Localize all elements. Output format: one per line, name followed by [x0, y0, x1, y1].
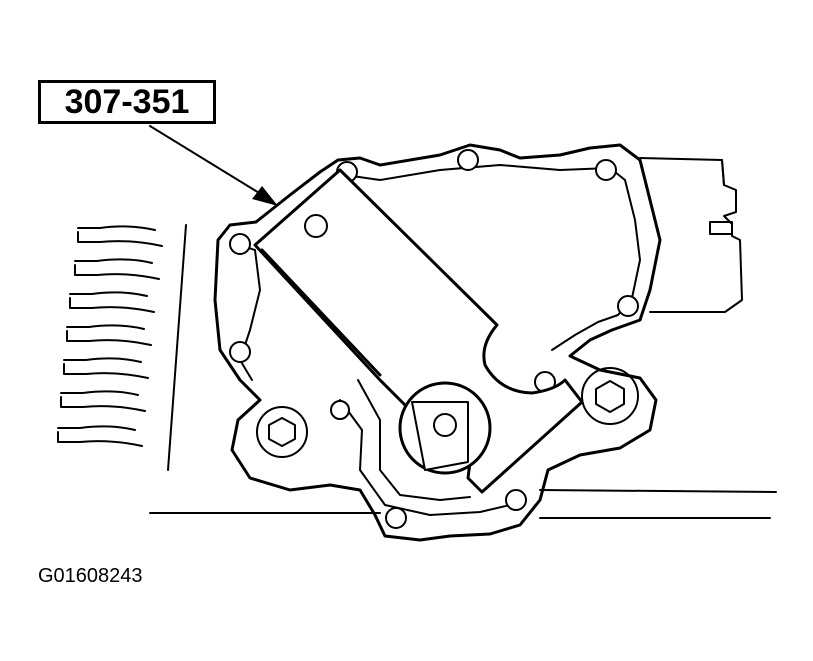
ground-lines [149, 224, 777, 519]
alignment-tool [253, 168, 584, 494]
case-fins [57, 225, 163, 447]
mounting-bolts [256, 367, 639, 458]
tool-number-label: 307-351 [64, 82, 190, 121]
tool-callout-box: 307-351 [38, 80, 216, 124]
figure-id-label: G01608243 [38, 565, 143, 587]
electrical-connector [639, 157, 743, 313]
bolt-holes [229, 149, 639, 529]
leader-arrow [149, 125, 278, 206]
range-sensor-housing [213, 143, 662, 542]
